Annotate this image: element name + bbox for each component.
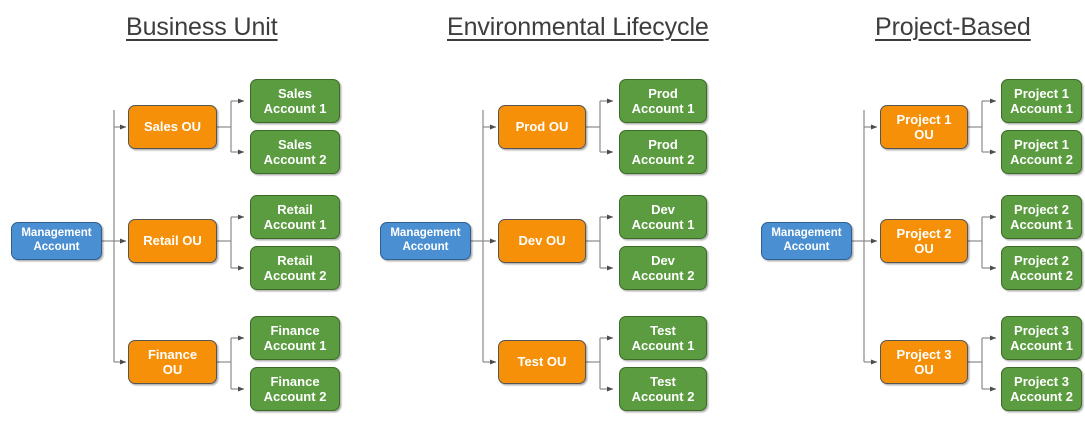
node-label: Prod Account 1	[631, 85, 695, 116]
ou-sales[interactable]: Sales OU	[128, 105, 217, 149]
ou-dev[interactable]: Dev OU	[498, 219, 586, 263]
node-label: Project 1 Account 2	[1010, 136, 1073, 167]
column-title-environmental-lifecycle: Environmental Lifecycle	[447, 13, 709, 41]
node-label: Project 2 Account 2	[1010, 252, 1073, 283]
ou-project-3[interactable]: Project 3 OU	[880, 340, 968, 384]
node-label: Finance Account 2	[263, 373, 327, 404]
node-label: Sales OU	[143, 119, 202, 135]
node-label: Sales Account 1	[263, 85, 327, 116]
account-project-2-1[interactable]: Project 2 Account 1	[1001, 195, 1082, 239]
node-label: Finance Account 1	[263, 322, 327, 353]
account-dev-2[interactable]: Dev Account 2	[619, 246, 707, 290]
node-label: Management Account	[771, 227, 842, 253]
ou-prod[interactable]: Prod OU	[498, 105, 586, 149]
ou-test[interactable]: Test OU	[498, 340, 586, 384]
node-label: Retail OU	[143, 233, 202, 249]
node-label: Dev Account 1	[631, 201, 695, 232]
node-label: Test Account 2	[631, 373, 695, 404]
node-label: Test OU	[517, 354, 567, 370]
account-retail-2[interactable]: Retail Account 2	[250, 246, 340, 290]
account-project-3-2[interactable]: Project 3 Account 2	[1001, 367, 1082, 411]
node-label: Prod Account 2	[631, 136, 695, 167]
node-label: Test Account 1	[631, 322, 695, 353]
account-dev-1[interactable]: Dev Account 1	[619, 195, 707, 239]
node-label: Project 3 Account 1	[1010, 322, 1073, 353]
account-test-2[interactable]: Test Account 2	[619, 367, 707, 411]
node-label: Sales Account 2	[263, 136, 327, 167]
account-project-1-2[interactable]: Project 1 Account 2	[1001, 130, 1082, 174]
ou-retail[interactable]: Retail OU	[128, 219, 217, 263]
ou-project-1[interactable]: Project 1 OU	[880, 105, 968, 149]
account-prod-1[interactable]: Prod Account 1	[619, 79, 707, 123]
account-retail-1[interactable]: Retail Account 1	[250, 195, 340, 239]
account-project-1-1[interactable]: Project 1 Account 1	[1001, 79, 1082, 123]
node-label: Project 1 Account 1	[1010, 85, 1073, 116]
node-label: Project 3 OU	[896, 346, 952, 377]
ou-project-2[interactable]: Project 2 OU	[880, 219, 968, 263]
column-title-business-unit: Business Unit	[126, 13, 278, 41]
management-account-project-based[interactable]: Management Account	[761, 222, 852, 260]
node-label: Prod OU	[515, 119, 569, 135]
node-label: Project 3 Account 2	[1010, 373, 1073, 404]
node-label: Retail Account 2	[263, 252, 327, 283]
account-prod-2[interactable]: Prod Account 2	[619, 130, 707, 174]
management-account-business-unit[interactable]: Management Account	[11, 222, 102, 260]
node-label: Finance OU	[147, 346, 198, 377]
node-label: Management Account	[21, 227, 92, 253]
node-label: Dev OU	[518, 233, 566, 249]
account-sales-1[interactable]: Sales Account 1	[250, 79, 340, 123]
account-project-2-2[interactable]: Project 2 Account 2	[1001, 246, 1082, 290]
node-label: Project 2 OU	[896, 225, 952, 256]
node-label: Project 1 OU	[896, 111, 952, 142]
node-label: Management Account	[390, 227, 461, 253]
ou-finance[interactable]: Finance OU	[128, 340, 217, 384]
account-sales-2[interactable]: Sales Account 2	[250, 130, 340, 174]
node-label: Dev Account 2	[631, 252, 695, 283]
management-account-environmental-lifecycle[interactable]: Management Account	[380, 222, 471, 260]
account-finance-2[interactable]: Finance Account 2	[250, 367, 340, 411]
node-label: Retail Account 1	[263, 201, 327, 232]
node-label: Project 2 Account 1	[1010, 201, 1073, 232]
account-finance-1[interactable]: Finance Account 1	[250, 316, 340, 360]
column-title-project-based: Project-Based	[875, 13, 1031, 41]
account-project-3-1[interactable]: Project 3 Account 1	[1001, 316, 1082, 360]
account-test-1[interactable]: Test Account 1	[619, 316, 707, 360]
